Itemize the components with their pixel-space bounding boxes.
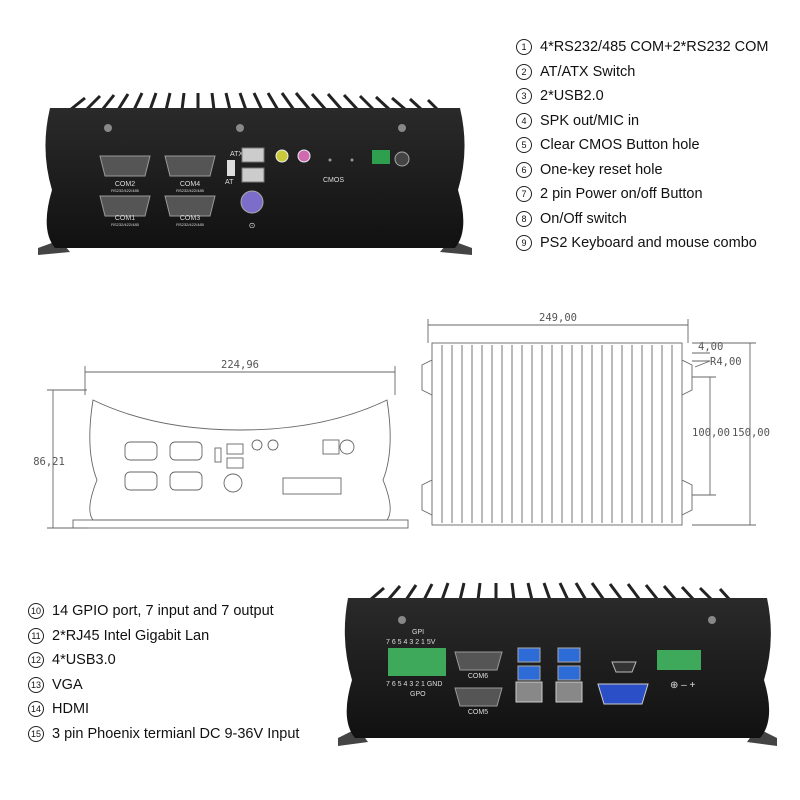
feature-text: HDMI (52, 701, 90, 718)
feature-number: 4 (516, 112, 532, 129)
feature-number: 8 (516, 210, 532, 227)
feature-number: 14 (28, 701, 44, 718)
feature-number: 13 (28, 676, 44, 693)
gpo-pins-label: 7 6 5 4 3 2 1 GND (386, 681, 442, 688)
feature-item: 9 PS2 Keyboard and mouse combo (516, 231, 769, 256)
feature-item: 14 HDMI (28, 697, 299, 722)
radius-label: R4,00 (710, 356, 742, 368)
gpi-pins-label: 7 6 5 4 3 2 1 5V (386, 639, 436, 646)
front-panel-image: COM2 RS232/422/485 COM4 RS232/422/485 CO… (38, 92, 472, 255)
feature-number: 6 (516, 161, 532, 178)
feature-text: 2*USB2.0 (540, 88, 604, 105)
at-label: AT (225, 179, 234, 186)
feature-item: 5 Clear CMOS Button hole (516, 133, 769, 158)
feature-text: 4*USB3.0 (52, 652, 116, 669)
gpi-label: GPI (412, 629, 424, 636)
feature-text: 4*RS232/485 COM+2*RS232 COM (540, 39, 769, 56)
feature-item: 6 One-key reset hole (516, 158, 769, 183)
feature-number: 11 (28, 627, 44, 644)
feature-number: 3 (516, 88, 532, 105)
com4-sublabel: RS232/422/485 (176, 188, 205, 193)
feature-item: 3 2*USB2.0 (516, 84, 769, 109)
feature-number: 7 (516, 186, 532, 203)
feature-number: 15 (28, 725, 44, 742)
rear-panel-image: GPI 7 6 5 4 3 2 1 5V 7 6 5 4 3 2 1 GND G… (338, 582, 777, 746)
com1-label: COM1 (115, 215, 135, 222)
hole-spacing-label: 100,00 (692, 427, 730, 439)
feature-number: 9 (516, 235, 532, 252)
com2-sublabel: RS232/422/485 (111, 188, 140, 193)
front-height-label: 86,21 (33, 456, 65, 468)
top-dimension-drawing: 249,00 4,00 R4,00 100,00 150,00 (421, 312, 770, 526)
depth-label: 150,00 (732, 427, 770, 439)
com3-label: COM3 (180, 215, 200, 222)
feature-item: 2 AT/ATX Switch (516, 60, 769, 85)
feature-text: 14 GPIO port, 7 input and 7 output (52, 603, 274, 620)
feature-text: 2*RJ45 Intel Gigabit Lan (52, 627, 210, 644)
feature-text: VGA (52, 676, 83, 693)
feature-item: 1 4*RS232/485 COM+2*RS232 COM (516, 35, 769, 60)
com3-sublabel: RS232/422/485 (176, 222, 205, 227)
com6-label: COM6 (468, 673, 488, 680)
atx-label: ATX (230, 151, 243, 158)
top-width-label: 249,00 (539, 312, 577, 324)
feature-number: 5 (516, 137, 532, 154)
feature-text: One-key reset hole (540, 161, 663, 178)
rear-feature-list: 10 14 GPIO port, 7 input and 7 output 11 2… (28, 599, 299, 746)
offset-label: 4,00 (698, 341, 723, 353)
com5-label: COM5 (468, 709, 488, 716)
front-dimension-drawing: 224,96 86,21 (33, 359, 409, 529)
feature-item: 7 2 pin Power on/off Button (516, 182, 769, 207)
feature-item: 8 On/Off switch (516, 207, 769, 232)
front-feature-list: 1 4*RS232/485 COM+2*RS232 COM 2 AT/ATX Swi… (516, 35, 769, 256)
at-atx-switch (227, 160, 235, 176)
feature-number: 10 (28, 603, 44, 620)
front-width-label: 224,96 (221, 359, 259, 371)
feature-item: 13 VGA (28, 673, 299, 698)
gpo-label: GPO (410, 691, 426, 698)
feature-text: PS2 Keyboard and mouse combo (540, 235, 757, 252)
feature-text: SPK out/MIC in (540, 112, 640, 129)
com1-sublabel: RS232/422/485 (111, 222, 140, 227)
feature-item: 11 2*RJ45 Intel Gigabit Lan (28, 624, 299, 649)
feature-text: Clear CMOS Button hole (540, 137, 700, 154)
svg-text:⊙: ⊙ (249, 221, 256, 230)
com4-label: COM4 (180, 181, 200, 188)
feature-text: 2 pin Power on/off Button (540, 186, 703, 203)
feature-text: 3 pin Phoenix termianl DC 9-36V Input (52, 725, 300, 742)
feature-item: 12 4*USB3.0 (28, 648, 299, 673)
feature-number: 12 (28, 652, 44, 669)
feature-item: 15 3 pin Phoenix termianl DC 9-36V Input (28, 722, 299, 747)
com2-label: COM2 (115, 181, 135, 188)
feature-item: 10 14 GPIO port, 7 input and 7 output (28, 599, 299, 624)
feature-text: On/Off switch (540, 210, 627, 227)
cmos-label: CMOS (323, 177, 344, 184)
feature-item: 4 SPK out/MIC in (516, 109, 769, 134)
ps2-port (240, 190, 264, 214)
power-pins-label: ⊕ – + (670, 680, 695, 691)
feature-number: 1 (516, 39, 532, 56)
feature-text: AT/ATX Switch (540, 63, 636, 80)
feature-number: 2 (516, 63, 532, 80)
